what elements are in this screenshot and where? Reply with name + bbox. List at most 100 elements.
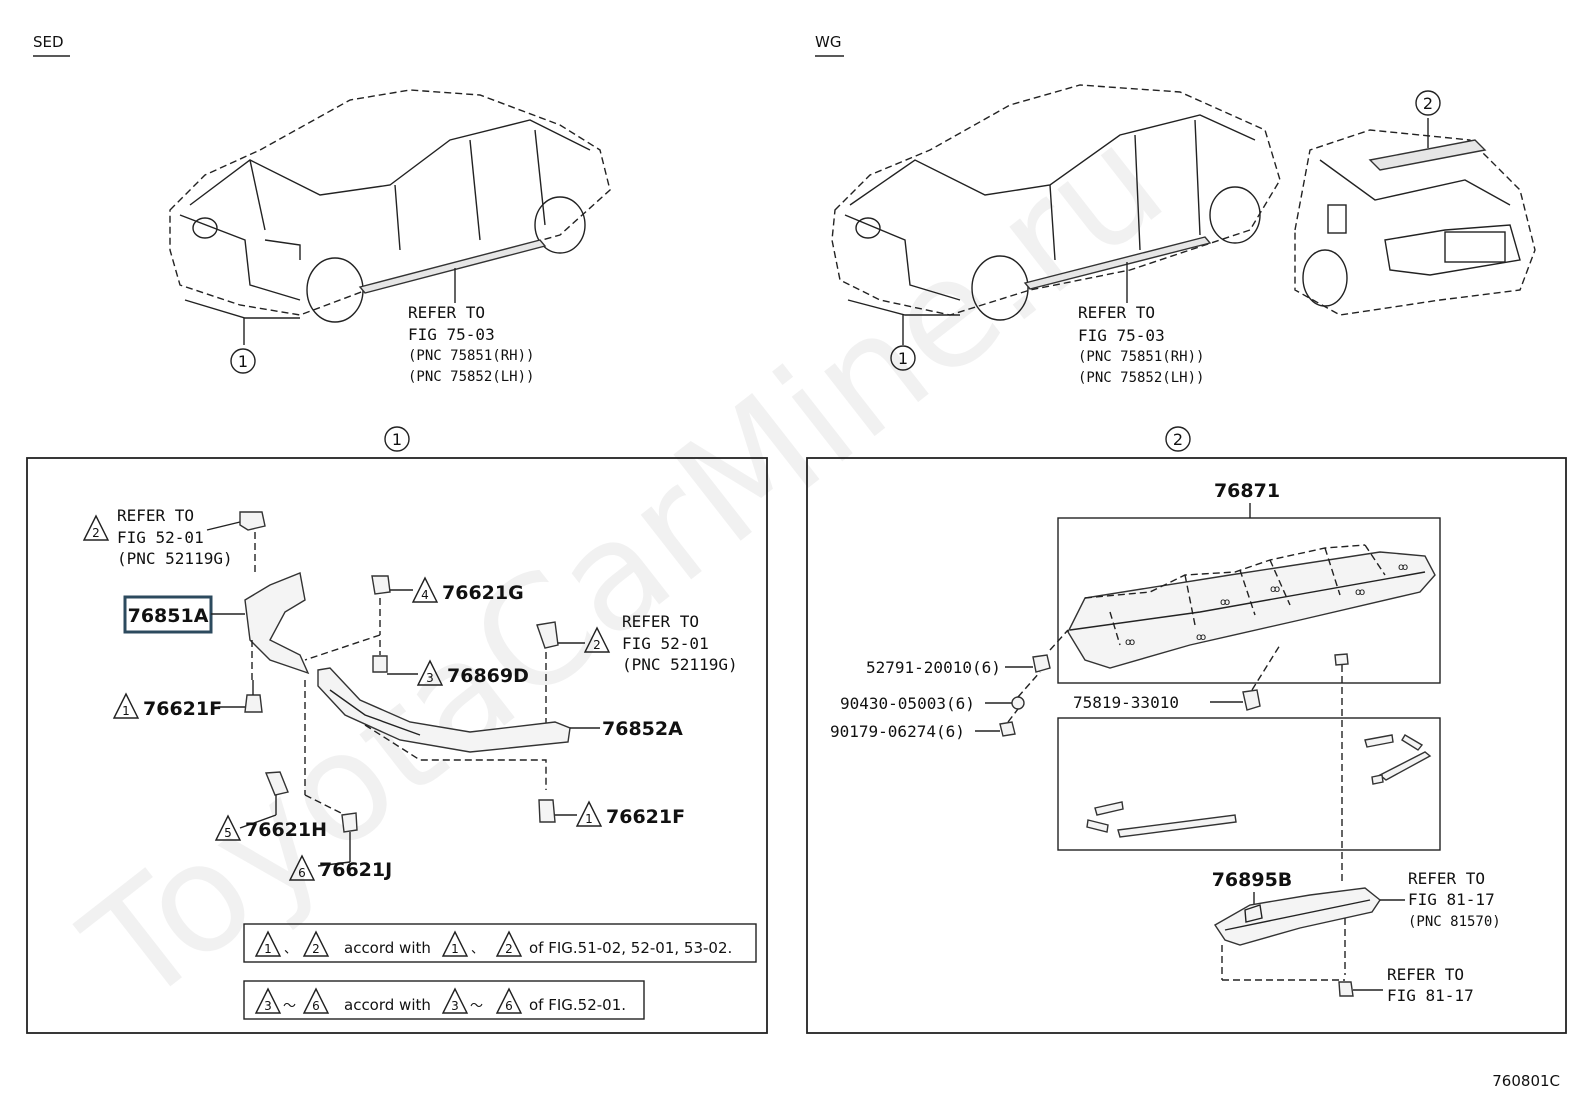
svg-text:FIG 81-17: FIG 81-17 xyxy=(1387,986,1474,1005)
svg-text:accord with: accord with xyxy=(344,939,431,957)
svg-text:6: 6 xyxy=(312,999,320,1013)
svg-text:2: 2 xyxy=(312,942,320,956)
svg-text:1: 1 xyxy=(238,352,248,371)
svg-text:ꝏ: ꝏ xyxy=(1220,597,1230,608)
sedan-illustration xyxy=(169,89,611,345)
part-90430-nut: 90430-05003(6) xyxy=(840,671,1041,713)
svg-text:FIG 75-03: FIG 75-03 xyxy=(408,325,495,344)
figure-code: 760801C xyxy=(1492,1072,1560,1090)
wg-refer-note: REFER TO FIG 75-03 (PNC 75851(RH)) (PNC … xyxy=(1078,303,1204,386)
part-75819-clip: 75819-33010 xyxy=(1073,644,1281,712)
svg-text:1: 1 xyxy=(451,942,459,956)
sed-label: SED xyxy=(33,33,64,51)
spoiler-group-box xyxy=(1057,517,1441,684)
svg-text:REFER TO: REFER TO xyxy=(1408,869,1485,888)
callout-1-wg: 1 xyxy=(890,345,916,371)
svg-text:FIG 81-17: FIG 81-17 xyxy=(1408,890,1495,909)
svg-text:REFER TO: REFER TO xyxy=(408,303,485,322)
wg-label: WG xyxy=(815,33,841,51)
svg-text:(PNC 75851(RH)): (PNC 75851(RH)) xyxy=(408,348,534,364)
svg-text:(PNC 81570): (PNC 81570) xyxy=(1408,914,1501,930)
svg-text:2: 2 xyxy=(505,942,513,956)
part-76621G: 4 76621G xyxy=(371,575,524,604)
part-90179-nut: 90179-06274(6) xyxy=(830,708,1019,741)
svg-text:of FIG.51-02, 52-01, 53-02.: of FIG.51-02, 52-01, 53-02. xyxy=(529,939,732,957)
svg-text:6: 6 xyxy=(298,866,306,880)
sed-refer-note: REFER TO FIG 75-03 (PNC 75851(RH)) (PNC … xyxy=(408,303,534,385)
svg-text:accord with: accord with xyxy=(344,996,431,1014)
svg-text:(PNC 75852(LH)): (PNC 75852(LH)) xyxy=(408,369,534,385)
svg-text:ꝏ: ꝏ xyxy=(1398,562,1408,573)
callout-1-sed: 1 xyxy=(230,348,256,374)
panel-1-frame xyxy=(26,457,768,1034)
svg-text:2: 2 xyxy=(593,638,601,652)
part-76895B-label: 76895B xyxy=(1212,869,1293,891)
svg-text:2: 2 xyxy=(1423,94,1433,113)
svg-text:REFER TO: REFER TO xyxy=(1078,303,1155,322)
note-2: 3 ～ 6 accord with 3 ～ 6 of FIG.52-01. xyxy=(243,980,645,1020)
svg-text:FIG 52-01: FIG 52-01 xyxy=(622,634,709,653)
svg-text:52791-20010(6): 52791-20010(6) xyxy=(866,658,1001,677)
part-76621F-right: 1 76621F xyxy=(538,799,685,828)
svg-text:3: 3 xyxy=(426,671,434,685)
seal-group-box xyxy=(1057,717,1441,851)
svg-text:ꝏ: ꝏ xyxy=(1196,632,1206,643)
note-1: 1 、 2 accord with 1 、 2 of FIG.51-02, 52… xyxy=(243,923,757,963)
part-76869D: 3 76869D xyxy=(372,640,529,687)
svg-text:(PNC 52119G): (PNC 52119G) xyxy=(117,549,233,568)
svg-text:2: 2 xyxy=(1173,430,1183,449)
svg-text:76621H: 76621H xyxy=(245,819,327,841)
svg-text:REFER TO: REFER TO xyxy=(1387,965,1464,984)
svg-text:(PNC 52119G): (PNC 52119G) xyxy=(622,655,738,674)
svg-text:1: 1 xyxy=(122,704,130,718)
svg-text:3: 3 xyxy=(451,999,459,1013)
panel1-refer-right: 2 REFER TO FIG 52-01 (PNC 52119G) xyxy=(536,612,738,674)
panel-2-callout: 2 xyxy=(1165,426,1191,452)
svg-text:1: 1 xyxy=(585,812,593,826)
svg-text:FIG 75-03: FIG 75-03 xyxy=(1078,326,1165,345)
lamp-refer-note: REFER TO FIG 81-17 (PNC 81570) xyxy=(1408,869,1501,930)
part-76871-spoiler: ꝏ ꝏ ꝏ ꝏ ꝏ ꝏ xyxy=(1067,544,1436,669)
svg-text:76621F: 76621F xyxy=(143,698,222,720)
svg-text:5: 5 xyxy=(224,826,232,840)
svg-text:4: 4 xyxy=(421,588,429,602)
svg-text:90430-05003(6): 90430-05003(6) xyxy=(840,694,975,713)
part-76851A-bracket xyxy=(244,572,310,675)
svg-text:of FIG.52-01.: of FIG.52-01. xyxy=(529,996,626,1014)
svg-text:～: ～ xyxy=(470,999,483,1014)
svg-text:76621F: 76621F xyxy=(606,806,685,828)
svg-text:REFER TO: REFER TO xyxy=(622,612,699,631)
panel1-refer-top: 2 REFER TO FIG 52-01 (PNC 52119G) xyxy=(82,506,266,568)
part-76621H: 5 76621H xyxy=(214,771,327,841)
svg-text:ꝏ: ꝏ xyxy=(1355,587,1365,598)
svg-text:1: 1 xyxy=(264,942,272,956)
part-76621J: 6 76621J xyxy=(288,812,392,881)
svg-text:3: 3 xyxy=(264,999,272,1013)
svg-text:REFER TO: REFER TO xyxy=(117,506,194,525)
svg-text:(PNC 75852(LH)): (PNC 75852(LH)) xyxy=(1078,370,1204,386)
part-76852A-label: 76852A xyxy=(602,718,683,740)
svg-text:1: 1 xyxy=(392,430,402,449)
svg-text:76621G: 76621G xyxy=(442,582,524,604)
lamp-bolt: REFER TO FIG 81-17 xyxy=(1338,965,1474,1005)
part-76895B-lamp xyxy=(1214,887,1381,946)
svg-text:、: 、 xyxy=(284,942,297,957)
part-76871-label: 76871 xyxy=(1214,480,1280,502)
svg-text:2: 2 xyxy=(92,526,100,540)
panel-1-callout: 1 xyxy=(384,426,410,452)
svg-text:ꝏ: ꝏ xyxy=(1270,584,1280,595)
svg-text:76621J: 76621J xyxy=(319,859,392,881)
part-76851A-label: 76851A xyxy=(128,605,209,627)
svg-text:1: 1 xyxy=(898,349,908,368)
svg-text:76869D: 76869D xyxy=(447,665,529,687)
svg-text:75819-33010: 75819-33010 xyxy=(1073,693,1179,712)
part-52791-clip: 52791-20010(6) xyxy=(866,629,1069,677)
svg-text:90179-06274(6): 90179-06274(6) xyxy=(830,722,965,741)
panel-2-frame xyxy=(806,457,1567,1034)
svg-text:6: 6 xyxy=(505,999,513,1013)
wagon-illustration xyxy=(831,84,1536,345)
svg-text:(PNC 75851(RH)): (PNC 75851(RH)) xyxy=(1078,349,1204,365)
svg-text:FIG 52-01: FIG 52-01 xyxy=(117,528,204,547)
svg-text:～: ～ xyxy=(283,999,296,1014)
spoiler-seals xyxy=(1086,734,1432,838)
